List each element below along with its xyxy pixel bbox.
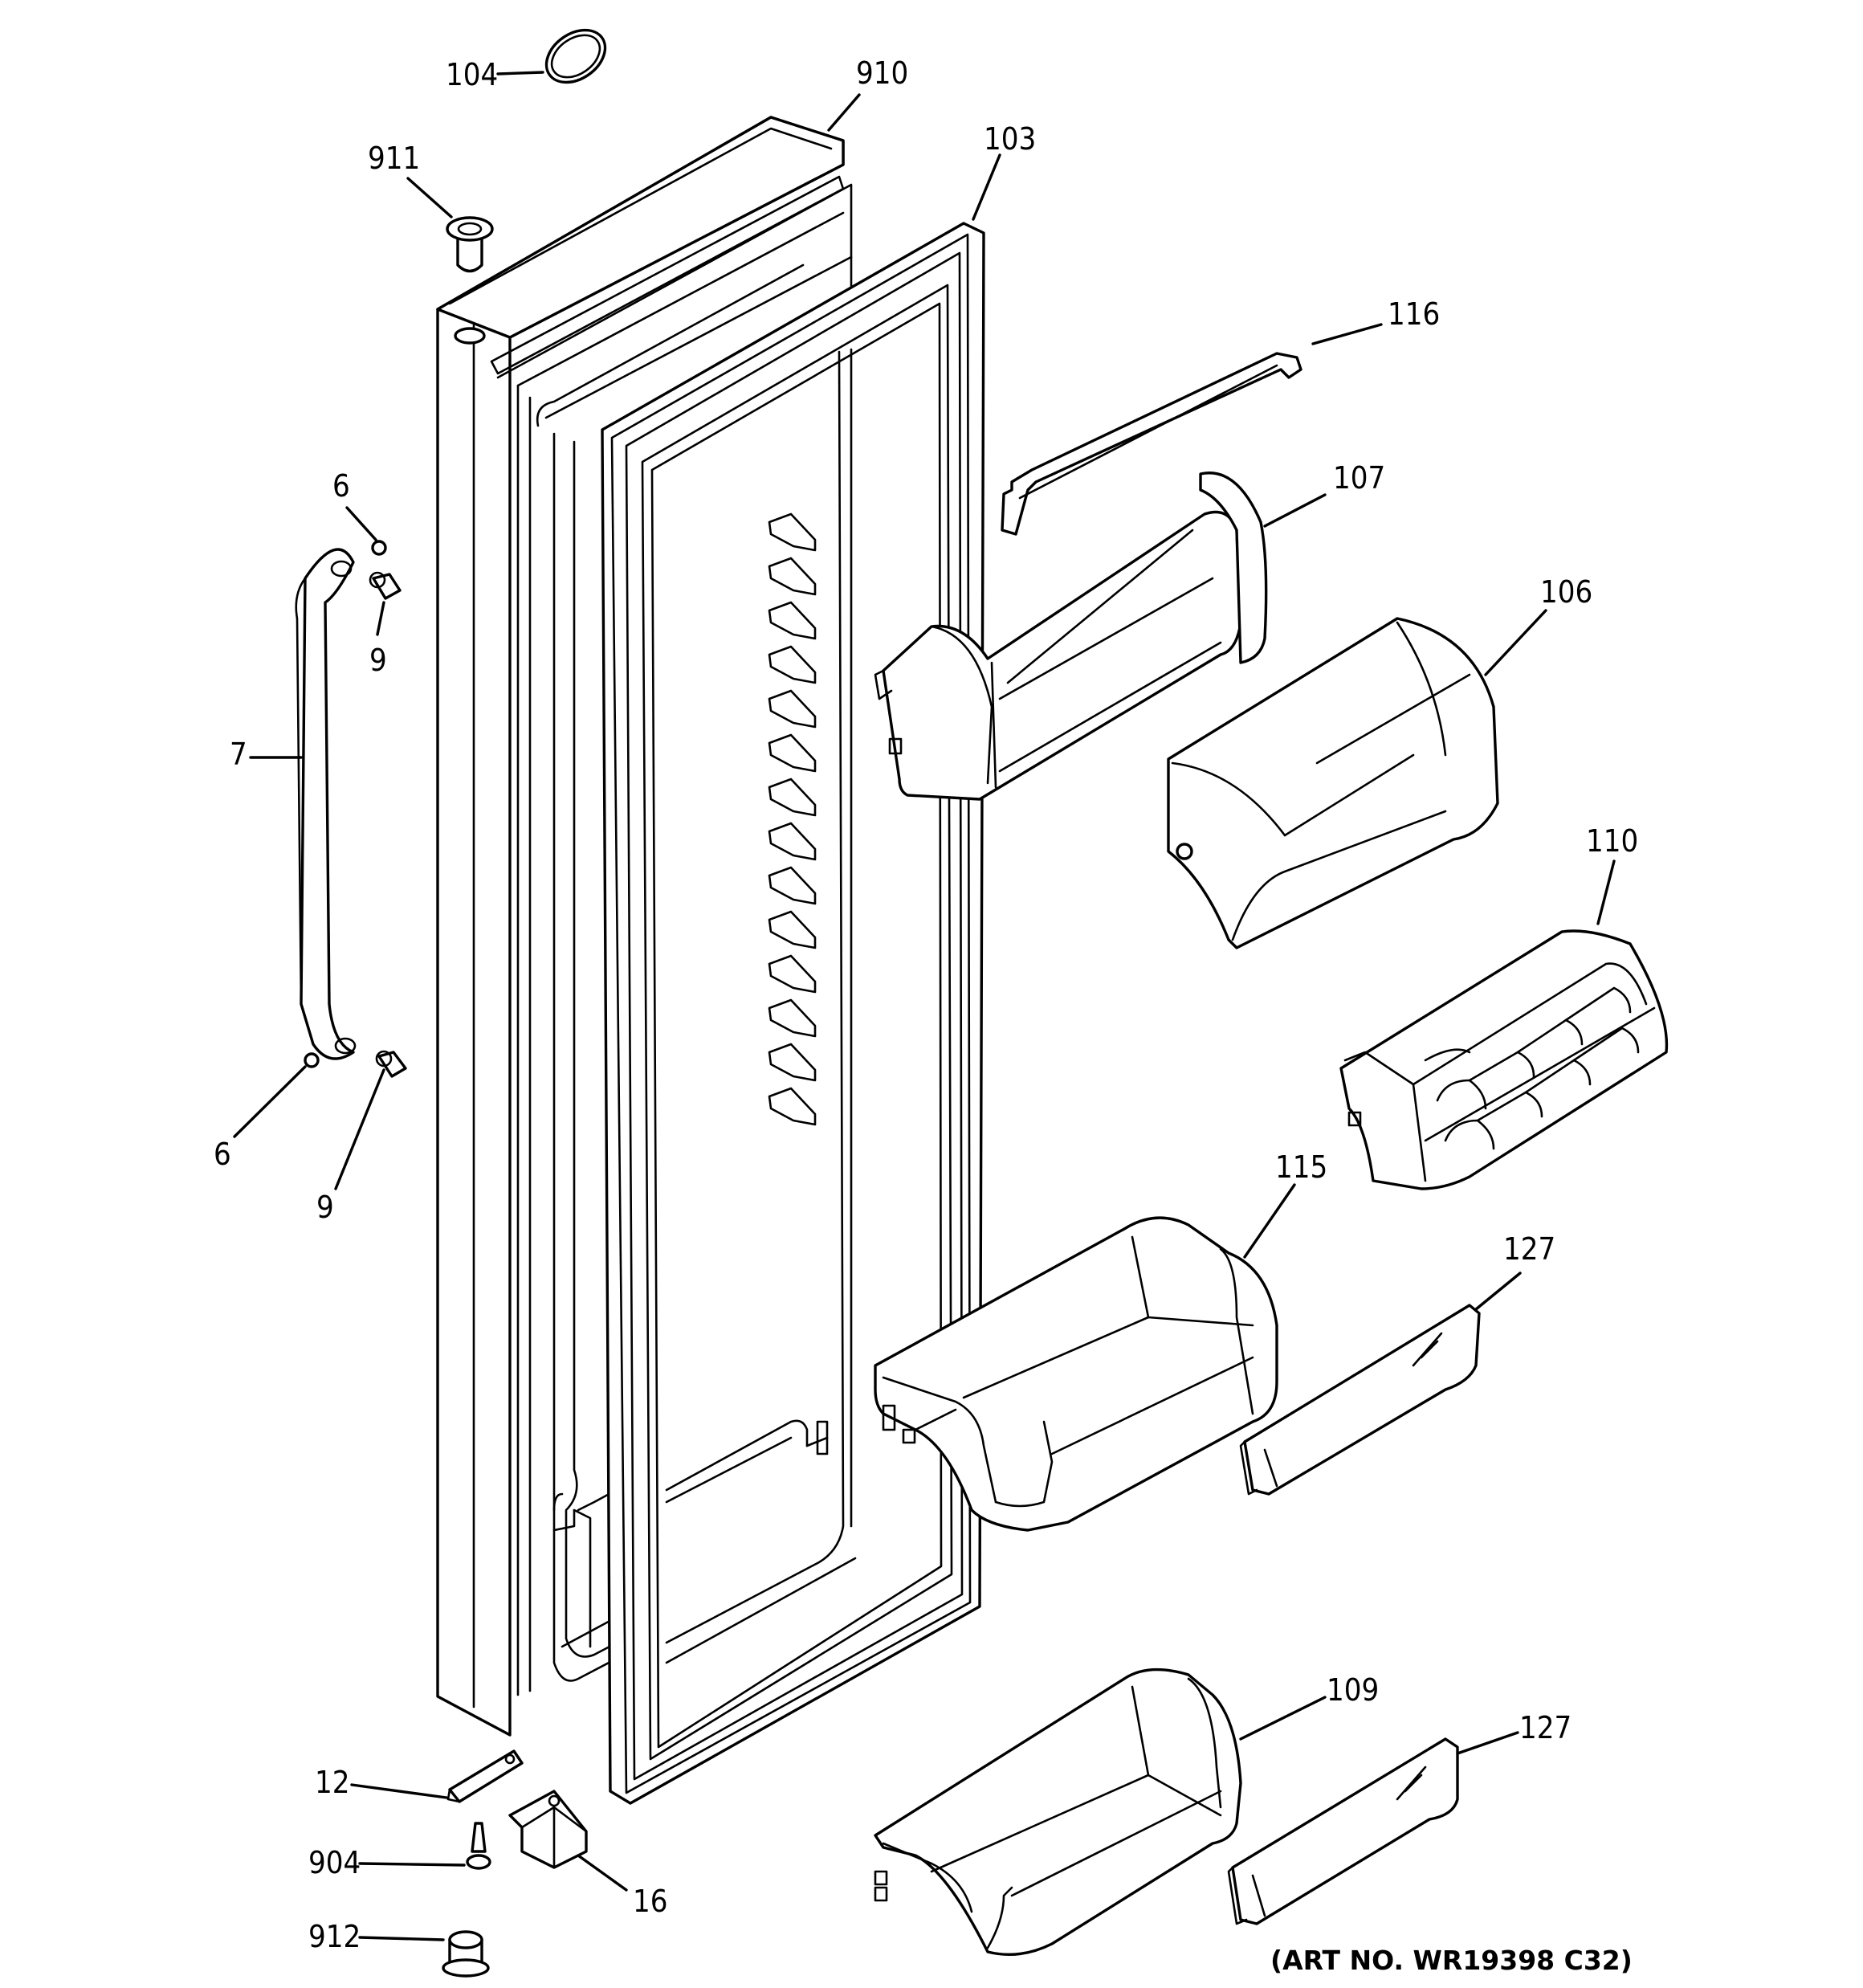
callout-6-bottom: 6 (214, 1137, 231, 1172)
door-bin-115 (874, 1216, 1278, 1532)
callout-7: 7 (230, 737, 247, 772)
art-number: (ART NO. WR19398 C32) (1270, 1945, 1633, 1976)
callout-127-lower: 127 (1519, 1710, 1572, 1745)
callout-9-bottom: 9 (316, 1190, 334, 1225)
callout-910: 910 (856, 55, 908, 91)
hinge-bracket-12 (446, 1749, 524, 1803)
trim-127-lower (1227, 1737, 1459, 1925)
hinge-16 (508, 1790, 588, 1869)
trim-127-upper (1239, 1304, 1481, 1496)
door-bin-109 (874, 1668, 1242, 1956)
callout-6-top: 6 (332, 468, 350, 504)
stud-9-bottom (375, 1050, 407, 1078)
callout-107: 107 (1333, 460, 1385, 496)
shelf-retainer-tabs (768, 512, 817, 1126)
callout-912: 912 (308, 1919, 361, 1954)
bushing-911 (446, 216, 494, 273)
door-gasket (601, 222, 985, 1805)
leader-lines (233, 71, 1616, 1941)
callout-911: 911 (368, 141, 420, 176)
callout-115: 115 (1275, 1149, 1327, 1185)
door-bin-107 (874, 471, 1268, 801)
shelf-bar-116 (1001, 352, 1302, 536)
callout-103: 103 (984, 121, 1036, 157)
callout-16: 16 (633, 1884, 668, 1919)
callout-116: 116 (1388, 296, 1440, 332)
callout-127-upper: 127 (1503, 1231, 1555, 1267)
callout-12: 12 (315, 1765, 350, 1800)
stud-9-top (369, 571, 402, 600)
callout-904: 904 (308, 1845, 361, 1880)
callout-labels: 104 910 911 103 116 107 106 110 6 9 7 6 … (214, 55, 1638, 1954)
bin-cover-106 (1167, 617, 1499, 949)
callout-106: 106 (1540, 574, 1592, 610)
screw-6-top (371, 540, 387, 556)
cap-104 (544, 28, 607, 84)
door-outer-panel (436, 116, 845, 1737)
door-handle (295, 548, 357, 1060)
callout-109: 109 (1327, 1672, 1379, 1708)
egg-tray-110 (1339, 929, 1669, 1190)
screw-904 (466, 1822, 491, 1870)
screw-6-bottom (304, 1052, 320, 1068)
callout-110: 110 (1586, 823, 1638, 859)
callout-104: 104 (446, 57, 498, 92)
bushing-912 (442, 1930, 490, 1978)
door-inner-body (665, 348, 857, 1664)
callout-9-top: 9 (369, 643, 387, 678)
